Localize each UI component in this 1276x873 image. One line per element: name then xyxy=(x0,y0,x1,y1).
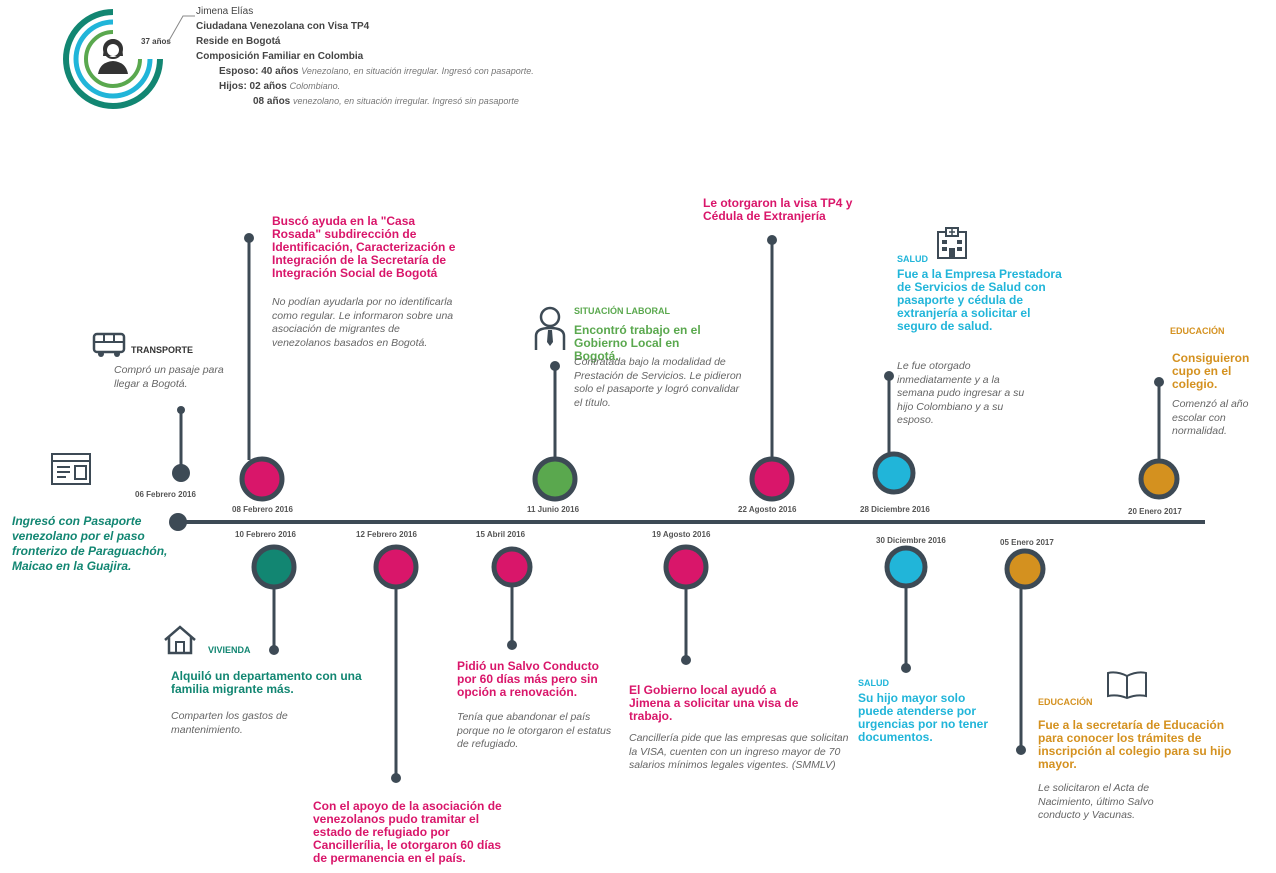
kids-desc: Colombiano. xyxy=(289,81,341,91)
profile-name: Jimena Elías xyxy=(196,6,254,17)
e3-title: Alquiló un departamento con una familia … xyxy=(171,669,362,696)
e5-stem-dot xyxy=(507,640,517,650)
e3-stem-dot xyxy=(269,645,279,655)
e2-desc: No podían ayudarla por no identificarla … xyxy=(272,296,454,349)
e7-title: El Gobierno local ayudó a Jimena a solic… xyxy=(629,683,799,723)
e2-stem-dot xyxy=(244,233,254,243)
e5-date: 15 Abril 2016 xyxy=(476,530,526,539)
kids-label: Hijos: 02 años xyxy=(219,81,287,92)
e9-date: 28 Diciembre 2016 xyxy=(860,505,930,514)
e6-title: Encontró trabajo en el Gobierno Local en… xyxy=(574,323,701,363)
e10-stem-dot xyxy=(901,663,911,673)
e12-desc: Comenzó al año escolar con normalidad. xyxy=(1172,398,1249,437)
e1-node xyxy=(172,464,190,482)
e9-category: SALUD xyxy=(897,254,928,264)
e12-title: Consiguieron cupo en el colegio. xyxy=(1172,351,1250,391)
avatar-icon xyxy=(63,9,163,109)
e7-desc: Cancillería pide que las empresas que so… xyxy=(629,732,849,771)
profile-block: Jimena Elías Ciudadana Venezolana con Vi… xyxy=(196,4,616,109)
kid2-label: 08 años xyxy=(253,96,291,107)
profile-line2: Reside en Bogotá xyxy=(196,36,281,47)
e6-node xyxy=(532,456,578,502)
e12-stem-dot xyxy=(1154,377,1164,387)
e3-category: VIVIENDA xyxy=(208,645,251,655)
e3-desc: Comparten los gastos de mantenimiento. xyxy=(171,710,288,736)
e5-title: Pidió un Salvo Conducto por 60 días más … xyxy=(457,659,599,699)
e12-date: 20 Enero 2017 xyxy=(1128,507,1182,516)
e1-desc: Compró un pasaje para llegar a Bogotá. xyxy=(114,364,224,390)
e6-category: SITUACIÓN LABORAL xyxy=(574,306,670,316)
e4-node xyxy=(373,544,419,590)
e5-node xyxy=(491,546,533,588)
kid2-desc: venezolano, en situación irregular. Ingr… xyxy=(293,96,519,106)
e12-node xyxy=(1138,458,1180,500)
bus-icon xyxy=(92,332,126,357)
e12-category: EDUCACIÓN xyxy=(1170,326,1225,336)
e7-date: 19 Agosto 2016 xyxy=(652,530,711,539)
e11-node xyxy=(1004,548,1046,590)
e11-desc: Le solicitaron el Acta de Nacimiento, úl… xyxy=(1038,782,1154,821)
start-text: Ingresó con Pasaporte venezolano por el … xyxy=(12,514,168,573)
e2-node xyxy=(239,456,285,502)
e6-date: 11 Junio 2016 xyxy=(527,505,580,514)
e10-node xyxy=(884,545,928,589)
e4-date: 12 Febrero 2016 xyxy=(356,530,417,539)
e1-date: 06 Febrero 2016 xyxy=(135,490,196,499)
e1-category: TRANSPORTE xyxy=(131,345,194,355)
book-icon xyxy=(1107,671,1147,700)
e8-stem-dot xyxy=(767,235,777,245)
e8-title: Le otorgaron la visa TP4 y Cédula de Ext… xyxy=(703,196,853,223)
e4-stem-dot xyxy=(391,773,401,783)
e5-desc: Tenía que abandonar el país porque no le… xyxy=(457,711,612,750)
e6-desc: Contratada bajo la modalidad de Prestaci… xyxy=(574,356,742,409)
timeline-start-dot xyxy=(169,513,187,531)
hospital-icon xyxy=(937,227,967,259)
e10-category: SALUD xyxy=(858,678,889,688)
e11-stem-dot xyxy=(1016,745,1026,755)
id-card-icon xyxy=(51,453,91,485)
e10-date: 30 Diciembre 2016 xyxy=(876,536,946,545)
e9-stem-dot xyxy=(884,371,894,381)
e8-date: 22 Agosto 2016 xyxy=(738,505,797,514)
spouse-desc: Venezolano, en situación irregular. Ingr… xyxy=(301,66,534,76)
worker-icon xyxy=(534,306,566,350)
e10-title: Su hijo mayor solo puede atenderse por u… xyxy=(858,691,989,744)
e1-stem-dot xyxy=(177,406,185,414)
e9-title: Fue a la Empresa Prestadora de Servicios… xyxy=(897,267,1062,333)
spouse-label: Esposo: 40 años xyxy=(219,66,299,77)
profile-connector xyxy=(166,15,195,45)
e3-node xyxy=(251,544,297,590)
e11-title: Fue a la secretaría de Educación para co… xyxy=(1038,718,1232,771)
e7-stem-dot xyxy=(681,655,691,665)
e11-category: EDUCACIÓN xyxy=(1038,697,1093,707)
profile-line3: Composición Familiar en Colombia xyxy=(196,51,364,62)
e6-stem-dot xyxy=(550,361,560,371)
e2-title: Buscó ayuda en la "Casa Rosada" subdirec… xyxy=(272,214,456,280)
e7-node xyxy=(663,544,709,590)
e9-node xyxy=(872,451,916,495)
house-icon xyxy=(164,625,196,655)
profile-line1: Ciudadana Venezolana con Visa TP4 xyxy=(196,21,370,32)
e3-date: 10 Febrero 2016 xyxy=(235,530,296,539)
profile-age: 37 años xyxy=(141,37,171,46)
e9-desc: Le fue otorgado inmediatamente y a la se… xyxy=(897,360,1025,426)
e8-node xyxy=(749,456,795,502)
e2-date: 08 Febrero 2016 xyxy=(232,505,293,514)
e4-title: Con el apoyo de la asociación de venezol… xyxy=(313,799,502,865)
e11-date: 05 Enero 2017 xyxy=(1000,538,1054,547)
